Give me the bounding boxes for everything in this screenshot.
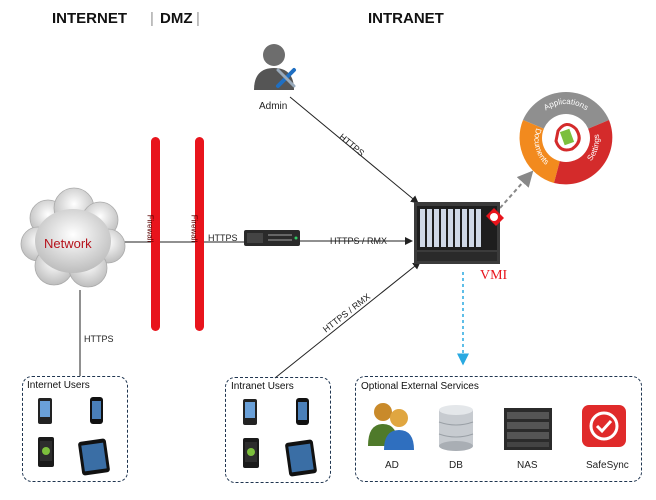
optional-services-group (355, 376, 642, 482)
firewall-dmz (195, 137, 204, 331)
admin-label: Admin (259, 101, 288, 112)
intranet-users-title: Intranet Users (231, 381, 294, 392)
zone-intranet: INTRANET (368, 10, 444, 27)
gateway-server-icon (244, 230, 300, 246)
intranet-vmi-line (274, 261, 421, 379)
firewall-label: Firewall (145, 214, 155, 243)
service-label-ad: AD (385, 460, 399, 471)
internet-users-title: Internet Users (27, 380, 90, 391)
link-label-internet-users: HTTPS (84, 334, 114, 344)
network-label: Network (44, 236, 92, 251)
firewall-label: Firewall (189, 214, 199, 243)
vmi-server-icon (414, 202, 504, 264)
admin-vmi-line (289, 96, 419, 204)
link-label-network-firewall: HTTPS (208, 233, 238, 243)
zone-separator: | (196, 10, 200, 27)
zone-dmz: DMZ (160, 10, 193, 27)
zone-internet: INTERNET (52, 10, 127, 27)
optional-services-title: Optional External Services (361, 381, 479, 392)
network-cloud-icon (20, 187, 126, 288)
firewall-internet (151, 137, 160, 331)
intranet-users-group (225, 377, 331, 483)
zone-separator: | (150, 10, 154, 27)
service-label-safesync: SafeSync (586, 460, 629, 471)
service-label-db: DB (449, 460, 463, 471)
vmi-wheel-line (499, 170, 534, 209)
service-label-nas: NAS (517, 460, 538, 471)
link-label-gateway-vmi: HTTPS / RMX (330, 236, 388, 246)
internet-users-group (22, 376, 128, 482)
features-wheel: Applications Documents Settings (519, 91, 613, 185)
vmi-label: VMI (480, 268, 508, 283)
admin-icon (254, 44, 296, 90)
